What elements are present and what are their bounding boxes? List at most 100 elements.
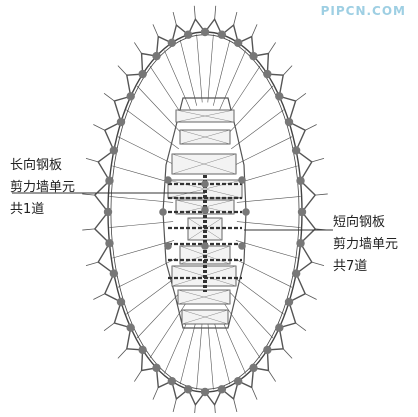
- perimeter-column: [109, 269, 119, 278]
- central-core: [162, 97, 247, 329]
- watermark-text: PIPCN.COM: [320, 4, 406, 18]
- radial-beam: [112, 240, 175, 259]
- radial-beam: [136, 289, 183, 339]
- radial-beam: [164, 50, 192, 113]
- perimeter-spike: [134, 370, 142, 382]
- perimeter-column: [249, 51, 258, 61]
- short-wall-line1: 短向钢板: [333, 215, 386, 230]
- radial-beam: [149, 301, 187, 359]
- perimeter-spike: [233, 11, 238, 26]
- core-room-hatch: [179, 129, 231, 145]
- perimeter-spike: [172, 398, 177, 413]
- perimeter-column: [138, 345, 147, 355]
- perimeter-column: [249, 363, 258, 373]
- perimeter-column: [152, 51, 161, 61]
- perimeter-spike: [152, 387, 159, 400]
- radial-beam: [179, 318, 198, 385]
- radial-beam: [196, 321, 203, 390]
- short-wall-annotation: 短向钢板 剪力墙单元 共7道: [333, 212, 398, 278]
- perimeter-spike: [268, 370, 276, 382]
- perimeter-spike: [233, 398, 238, 413]
- perimeter-column: [152, 363, 161, 373]
- perimeter-column: [233, 376, 243, 386]
- perimeter-column: [291, 146, 301, 155]
- perimeter-spike: [117, 65, 128, 76]
- core-room-hatch: [175, 109, 235, 123]
- perimeter-column: [116, 117, 126, 127]
- perimeter-column: [296, 239, 305, 248]
- perimeter-column: [217, 30, 227, 39]
- long-wall-line3: 共1道: [10, 202, 45, 217]
- perimeter-spike: [82, 228, 95, 231]
- perimeter-column: [233, 38, 243, 48]
- perimeter-column: [263, 345, 272, 355]
- perimeter-column: [183, 30, 193, 39]
- perimeter-spike: [152, 24, 159, 37]
- core-column-3: [238, 176, 246, 184]
- perimeter-spike: [134, 42, 142, 54]
- radial-beam: [218, 50, 246, 113]
- radial-beam: [109, 196, 174, 203]
- perimeter-column: [116, 297, 126, 307]
- radial-beam: [235, 165, 298, 184]
- radial-beam: [207, 34, 214, 103]
- radial-beam: [236, 221, 301, 228]
- radial-beam: [236, 196, 301, 203]
- core-column-8: [201, 242, 209, 250]
- perimeter-column: [126, 323, 135, 332]
- radial-beam: [233, 258, 293, 288]
- perimeter-column: [275, 92, 284, 101]
- core-column-1: [242, 208, 250, 216]
- radial-beam: [223, 301, 261, 359]
- perimeter-spike: [311, 158, 325, 163]
- perimeter-spike: [117, 348, 128, 359]
- core-column-6: [201, 206, 209, 214]
- annotation-leaders: [12, 192, 333, 231]
- perimeter-spike: [282, 348, 293, 359]
- perimeter-spike: [282, 65, 293, 76]
- perimeter-spike: [214, 5, 217, 20]
- perimeter-spike: [193, 5, 196, 20]
- core-column-7: [201, 180, 209, 188]
- perimeter-spike: [103, 322, 115, 332]
- perimeter-spike: [103, 92, 115, 102]
- column-nodes: [103, 27, 307, 397]
- radial-beam: [212, 39, 231, 106]
- core-column-4: [164, 242, 172, 250]
- radial-beam: [235, 240, 298, 259]
- long-wall-line2: 剪力墙单元: [10, 180, 76, 195]
- long-wall-annotation: 长向钢板 剪力墙单元 共1道: [10, 155, 75, 221]
- perimeter-column: [275, 323, 284, 332]
- perimeter-spike: [305, 293, 317, 300]
- perimeter-column: [126, 92, 135, 101]
- perimeter-spike: [305, 124, 317, 131]
- radial-beam: [117, 136, 177, 166]
- perimeter-spike: [251, 387, 258, 400]
- radial-beam: [126, 274, 179, 315]
- perimeter-spike: [295, 322, 307, 332]
- perimeter-column: [217, 385, 227, 394]
- perimeter-column: [103, 207, 113, 217]
- perimeter-column: [167, 376, 177, 386]
- perimeter-column: [105, 239, 114, 248]
- radial-beam: [231, 109, 284, 150]
- perimeter-spike: [311, 261, 325, 266]
- radial-beam: [231, 274, 284, 315]
- perimeter-column: [200, 387, 210, 397]
- perimeter-column: [297, 207, 307, 217]
- perimeter-column: [296, 176, 305, 185]
- perimeter-column: [284, 297, 294, 307]
- radial-beam: [179, 39, 198, 106]
- radial-beam: [207, 321, 214, 390]
- short-wall-line3: 共7道: [333, 259, 368, 274]
- perimeter-spike: [93, 293, 105, 300]
- core-room-hatch: [177, 289, 231, 305]
- perimeter-spike: [315, 193, 328, 196]
- perimeter-spike: [85, 158, 99, 163]
- radial-beam: [212, 318, 231, 385]
- perimeter-column: [183, 385, 193, 394]
- perimeter-column: [138, 69, 147, 79]
- radial-beam: [109, 221, 174, 228]
- short-wall-line2: 剪力墙单元: [333, 237, 399, 252]
